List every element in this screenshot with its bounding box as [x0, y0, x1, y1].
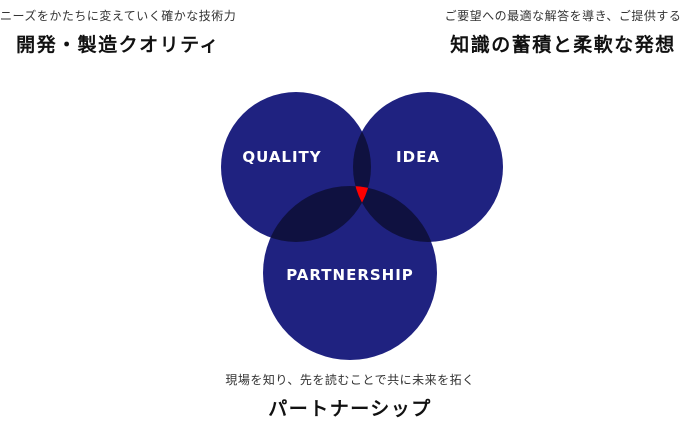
- quality-partnership-overlap: [263, 186, 371, 242]
- partnership-label: PARTNERSHIP: [286, 266, 414, 284]
- idea-caption-subtitle: ご要望への最適な解答を導き、ご提供する: [444, 9, 682, 23]
- partnership-caption-subtitle: 現場を知り、先を読むことで共に未来を拓く: [225, 373, 475, 387]
- partnership-caption: 現場を知り、先を読むことで共に未来を拓く パートナーシップ: [180, 372, 520, 422]
- quality-caption: ニーズをかたちに変えていく確かな技術力 開発・製造クオリティ: [0, 8, 236, 58]
- partnership-caption-title: パートナーシップ: [268, 398, 432, 420]
- idea-caption-title: 知識の蓄積と柔軟な発想: [450, 34, 676, 56]
- quality-label: QUALITY: [242, 148, 321, 166]
- quality-caption-title: 開発・製造クオリティ: [16, 34, 220, 56]
- quality-caption-subtitle: ニーズをかたちに変えていく確かな技術力: [0, 9, 237, 23]
- idea-label: IDEA: [396, 148, 440, 166]
- idea-caption: ご要望への最適な解答を導き、ご提供する 知識の蓄積と柔軟な発想: [426, 8, 700, 58]
- idea-partnership-overlap: [353, 186, 437, 242]
